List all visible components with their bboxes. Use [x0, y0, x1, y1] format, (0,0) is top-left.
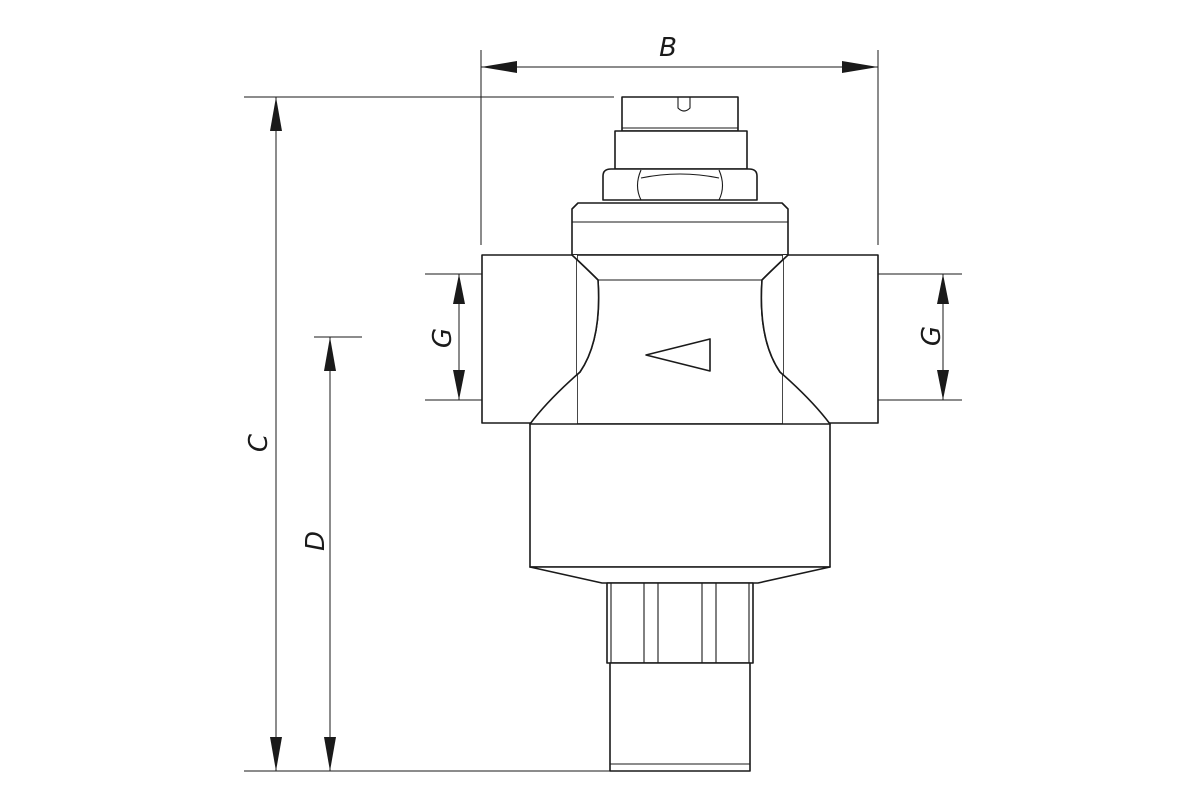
- dimension-g-right-label: G: [917, 326, 947, 346]
- dimension-d-label: D: [301, 531, 331, 551]
- bottom-hex: [606, 582, 754, 664]
- dimension-c: C: [244, 96, 614, 772]
- outlet-port: [761, 254, 879, 424]
- flow-direction-icon: [645, 338, 711, 372]
- bonnet: [571, 202, 789, 256]
- dimension-c-label: C: [244, 433, 274, 452]
- cap-neck: [614, 130, 748, 170]
- dimension-g-left: G: [425, 273, 482, 401]
- dimension-b: B: [480, 33, 879, 245]
- hex-nut: [602, 168, 758, 201]
- inlet-port: [481, 254, 599, 424]
- valve: [481, 96, 879, 772]
- dimension-g-right: G: [878, 273, 962, 401]
- adjustment-cap: [621, 96, 739, 132]
- dimension-d: D: [301, 336, 362, 771]
- bottom-stem: [609, 662, 751, 772]
- housing-taper: [529, 566, 831, 584]
- lower-housing: [529, 423, 831, 568]
- dimension-g-left-label: G: [428, 328, 458, 348]
- dimension-b-label: B: [659, 33, 677, 63]
